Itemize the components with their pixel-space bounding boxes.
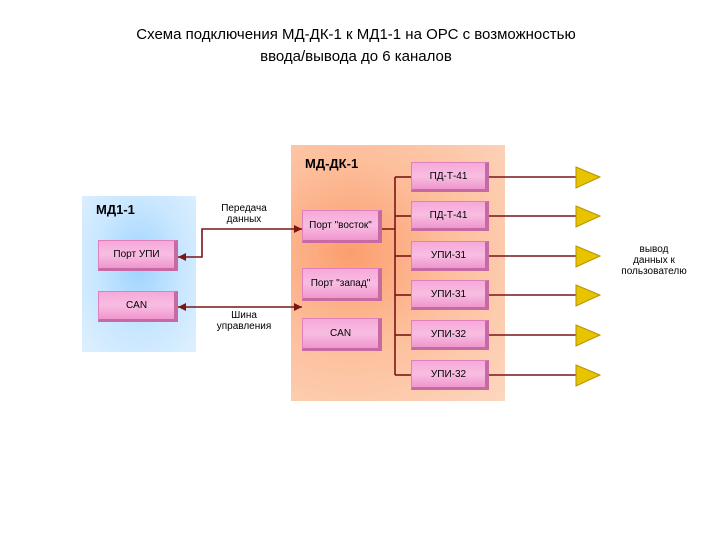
output-arrow-icon-2 [575, 205, 602, 228]
control-bus-label-line2: управления [216, 321, 272, 332]
data-transfer-wire [178, 228, 302, 258]
mddk-can-box: CAN [302, 318, 382, 351]
arrowhead-control-left [178, 303, 186, 311]
control-bus-label-line1: Шина [231, 310, 257, 321]
output-label: вывод данных к пользователю [608, 244, 700, 277]
mddk-port-west-box: Порт "запад" [302, 268, 382, 301]
md1-label: МД1-1 [96, 202, 135, 217]
fanout-trunk [382, 177, 396, 375]
channel-box-6: УПИ-32 [411, 360, 489, 390]
output-label-line2: данных к [633, 255, 675, 266]
mddk-label: МД-ДК-1 [305, 156, 359, 171]
output-label-line3: пользователю [621, 266, 687, 277]
output-arrow-icon-5 [575, 324, 602, 347]
md1-port-upi-box: Порт УПИ [98, 240, 178, 271]
mddk-port-east-box: Порт "восток" [302, 210, 382, 243]
data-transfer-label: Передача данных [206, 203, 282, 225]
arrowhead-data-left [178, 253, 186, 261]
output-arrow-icon-4 [575, 284, 602, 307]
output-arrow-icon-3 [575, 245, 602, 268]
md1-panel [82, 196, 196, 352]
diagram-title-line2: ввода/вывода до 6 каналов [260, 48, 452, 65]
data-transfer-label-line1: Передача [221, 203, 267, 214]
diagram-title-line1: Схема подключения МД-ДК-1 к МД1-1 на ОРС… [136, 26, 576, 43]
arrowhead-data-right [294, 225, 302, 233]
channel-box-5: УПИ-32 [411, 320, 489, 350]
channel-box-3: УПИ-31 [411, 241, 489, 271]
arrowhead-control-right [294, 303, 302, 311]
output-label-line1: вывод [639, 244, 669, 255]
control-bus-label: Шина управления [202, 310, 286, 332]
output-arrow-icon-6 [575, 364, 602, 387]
channel-box-2: ПД-Т-41 [411, 201, 489, 231]
output-arrow-icon-1 [575, 166, 602, 189]
channel-box-4: УПИ-31 [411, 280, 489, 310]
data-transfer-label-line2: данных [226, 214, 262, 225]
md1-can-box: CAN [98, 291, 178, 322]
channel-box-1: ПД-Т-41 [411, 162, 489, 192]
